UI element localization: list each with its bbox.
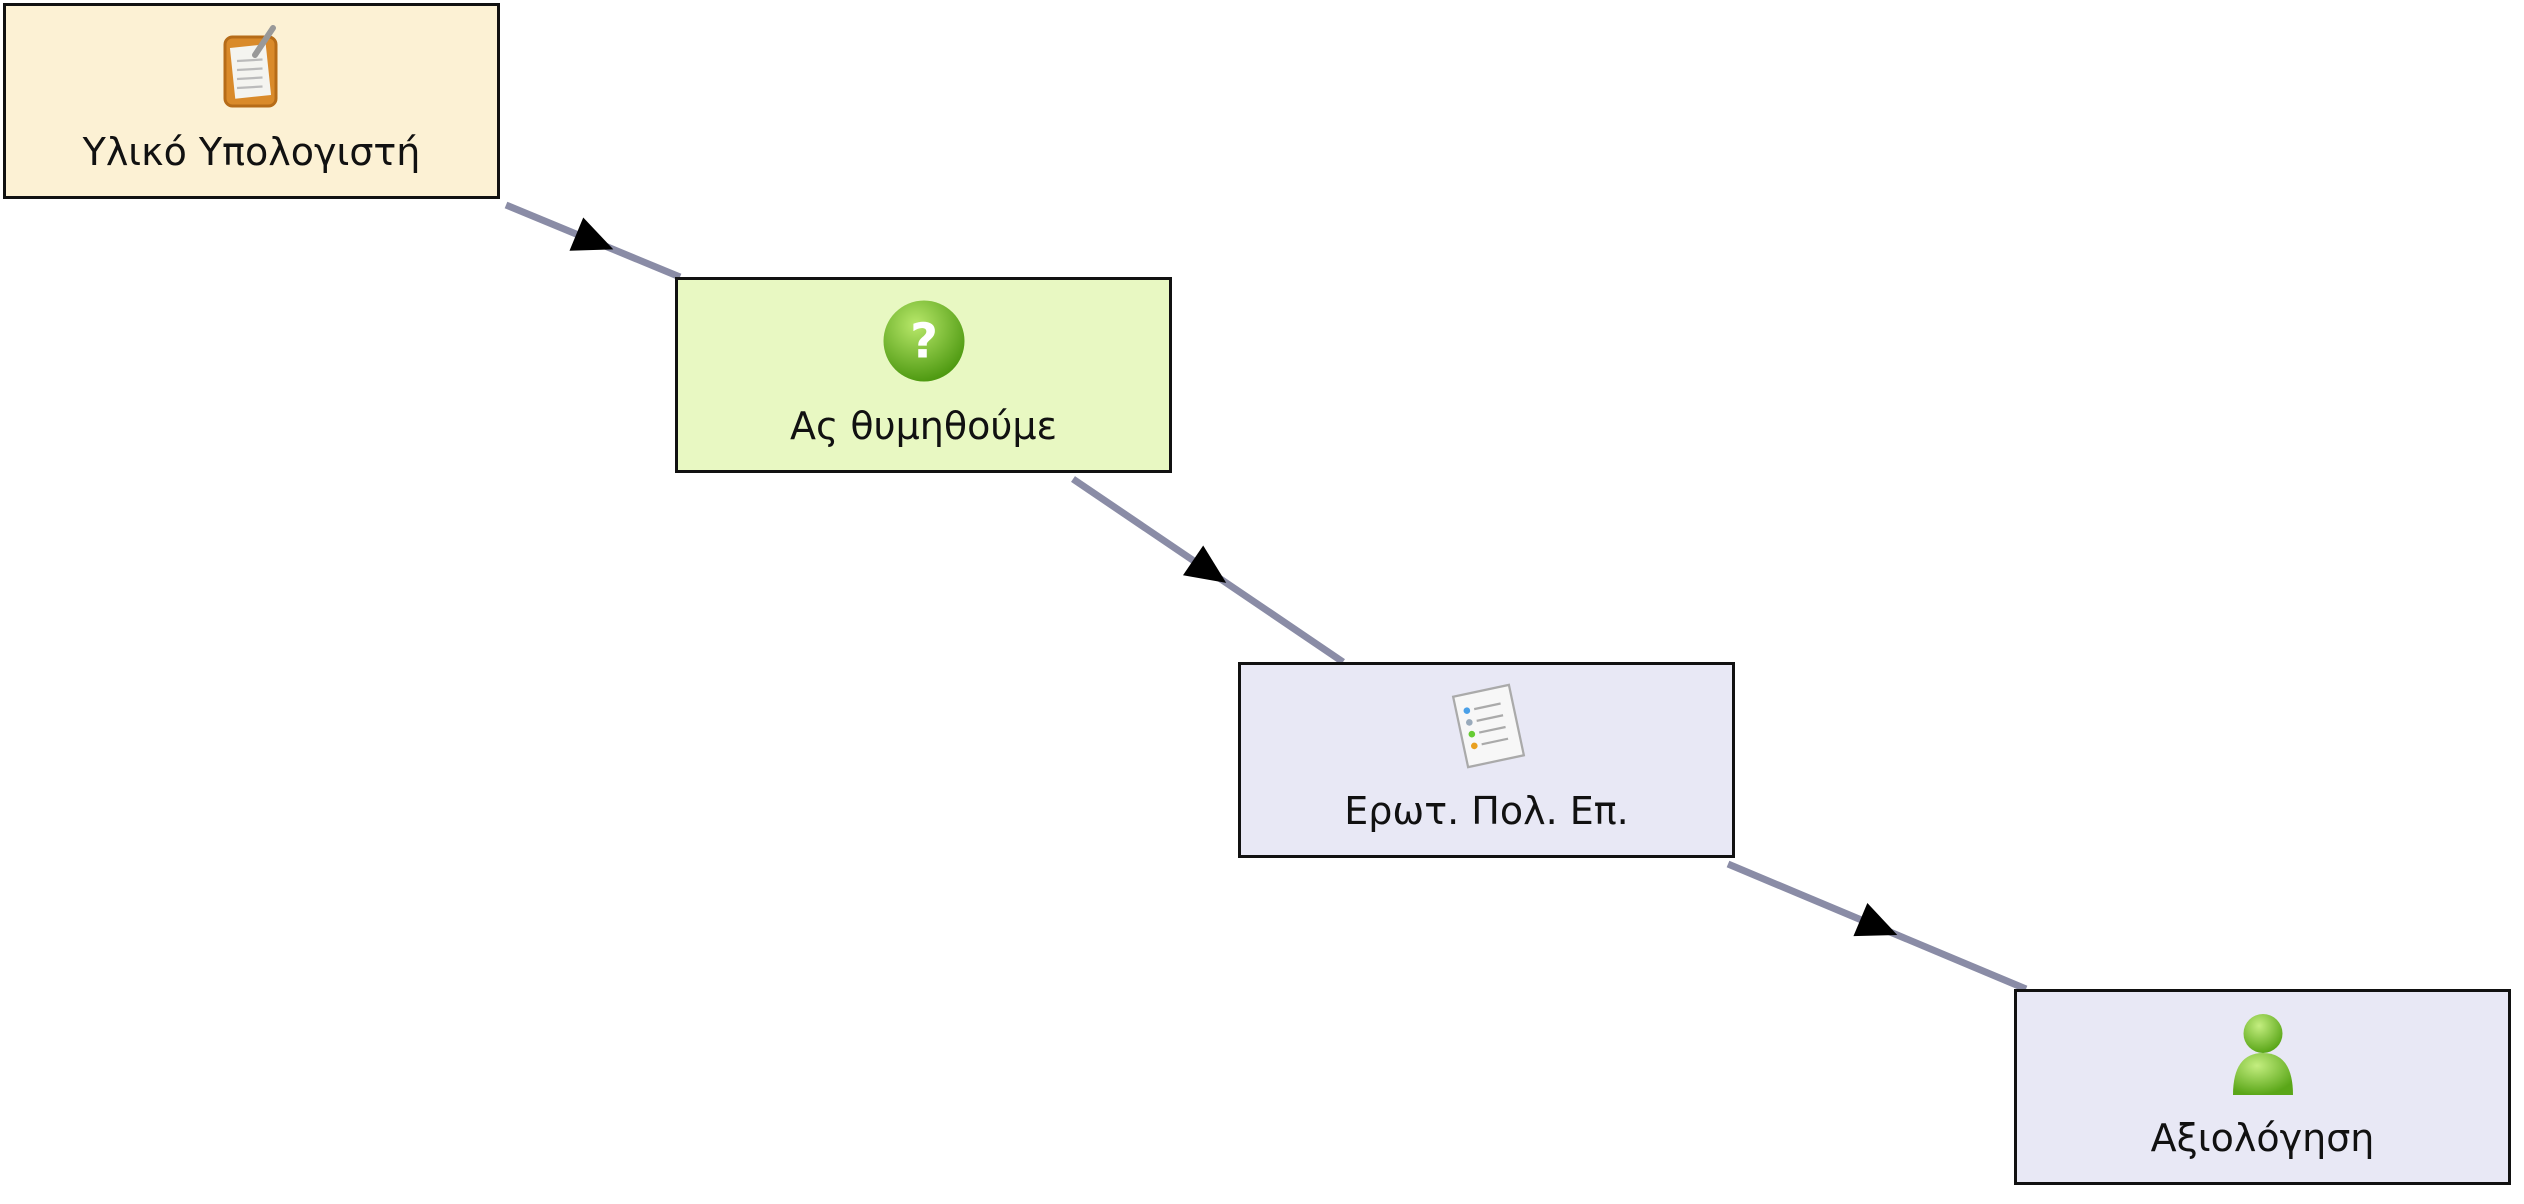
node-multiple-choice-quiz[interactable]: Ερωτ. Πολ. Επ. [1238, 662, 1735, 858]
node-label: Ας θυμηθούμε [789, 404, 1058, 448]
edge-arrowhead [1853, 902, 1898, 937]
user-icon [2232, 1014, 2293, 1095]
svg-text:?: ? [910, 314, 938, 370]
clipboard-icon [223, 25, 277, 108]
node-label: Ερωτ. Πολ. Επ. [1344, 789, 1629, 833]
edge-arrowhead [1183, 545, 1227, 583]
node-assessment[interactable]: Αξιολόγηση [2014, 989, 2511, 1185]
node-label: Υλικό Υπολογιστή [82, 130, 421, 174]
edge-arrowhead [569, 217, 614, 251]
node-label: Αξιολόγηση [2150, 1116, 2375, 1160]
node-lets-remember[interactable]: ? Ας θυμηθούμε [675, 277, 1172, 473]
checklist-icon [1451, 683, 1525, 769]
question-icon: ? [883, 300, 964, 382]
node-computer-material[interactable]: Υλικό Υπολογιστή [3, 3, 500, 199]
